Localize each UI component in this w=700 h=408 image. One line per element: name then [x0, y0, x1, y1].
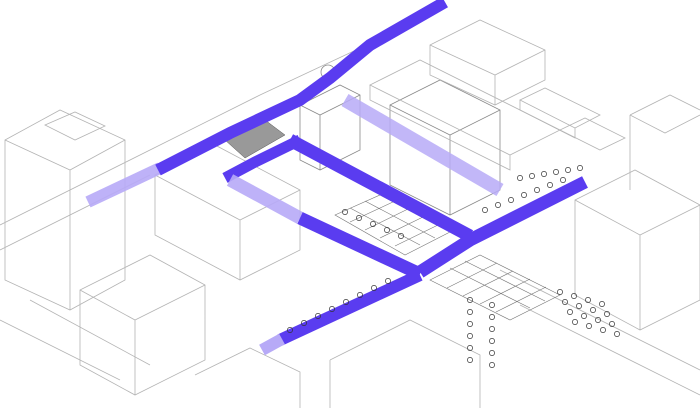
tree-icon [342, 209, 348, 215]
tree-icon [604, 311, 610, 317]
tree-icon [467, 357, 473, 363]
tree-icon [595, 317, 601, 323]
route-northwest-faded [85, 162, 163, 208]
tree-icon [586, 323, 592, 329]
building-south [194, 319, 481, 408]
building-small-ne [519, 87, 626, 151]
plaza-grid-south [429, 254, 561, 321]
route-northwest [155, 0, 448, 176]
tree-icon [482, 207, 488, 213]
tree-icon [585, 297, 591, 303]
tree-icon [357, 292, 363, 298]
tree-icon [371, 285, 377, 291]
tree-icon [614, 331, 620, 337]
tree-icon [489, 350, 495, 356]
tree-icon [541, 171, 547, 177]
tree-icon [600, 327, 606, 333]
tree-icon [565, 167, 571, 173]
tree-icon [562, 299, 568, 305]
route-ring-east [416, 176, 588, 278]
route-faded-diagonal [341, 93, 504, 197]
tree-icon [547, 182, 553, 188]
tree-icon [517, 175, 523, 181]
tree-icon [553, 169, 559, 175]
tree-icon [489, 302, 495, 308]
tree-icon [467, 297, 473, 303]
tree-icon [560, 177, 566, 183]
tree-icon [495, 202, 501, 208]
tree-icon [534, 187, 540, 193]
route-ring-north [286, 134, 474, 242]
tree-icon [571, 293, 577, 299]
tree-icon [577, 165, 583, 171]
tree-icon [467, 321, 473, 327]
tree-icon [489, 326, 495, 332]
tree-icon [301, 320, 307, 326]
tree-icon [521, 192, 527, 198]
tree-icon [398, 233, 404, 239]
route-connector [222, 135, 303, 183]
building-hall [389, 79, 501, 216]
tree-icon [329, 306, 335, 312]
trees [287, 165, 620, 368]
tree-icon [315, 313, 321, 319]
tree-icon [384, 227, 390, 233]
tree-icon [576, 303, 582, 309]
route-south [277, 269, 423, 346]
building-tower-left [4, 109, 126, 311]
tree-icon [557, 289, 563, 295]
building-north [429, 19, 546, 106]
pedestrian-routes [85, 0, 588, 356]
tree-icon [599, 301, 605, 307]
tree-icon [609, 321, 615, 327]
tree-icon [489, 314, 495, 320]
tree-icon [370, 221, 376, 227]
tree-icon [567, 309, 573, 315]
tree-icon [590, 307, 596, 313]
building-wireframes [0, 19, 700, 408]
tree-icon [489, 338, 495, 344]
tree-icon [287, 327, 293, 333]
tree-icon [581, 313, 587, 319]
tree-icon [489, 362, 495, 368]
route-south-faded [259, 333, 285, 356]
tree-icon [508, 197, 514, 203]
tree-icon [529, 173, 535, 179]
street-edges [0, 19, 700, 396]
route-ring-west [297, 212, 423, 280]
tree-icon [343, 299, 349, 305]
route-ring-west-faded [226, 174, 304, 224]
building-east [574, 169, 700, 331]
building-long [369, 59, 561, 171]
tree-icon [356, 215, 362, 221]
tree-icon [467, 333, 473, 339]
building-low-left [79, 254, 206, 396]
tree-icon [385, 278, 391, 284]
tree-icon [467, 309, 473, 315]
tree-icon [467, 345, 473, 351]
tree-icon [572, 319, 578, 325]
building-tower-right [629, 94, 700, 190]
